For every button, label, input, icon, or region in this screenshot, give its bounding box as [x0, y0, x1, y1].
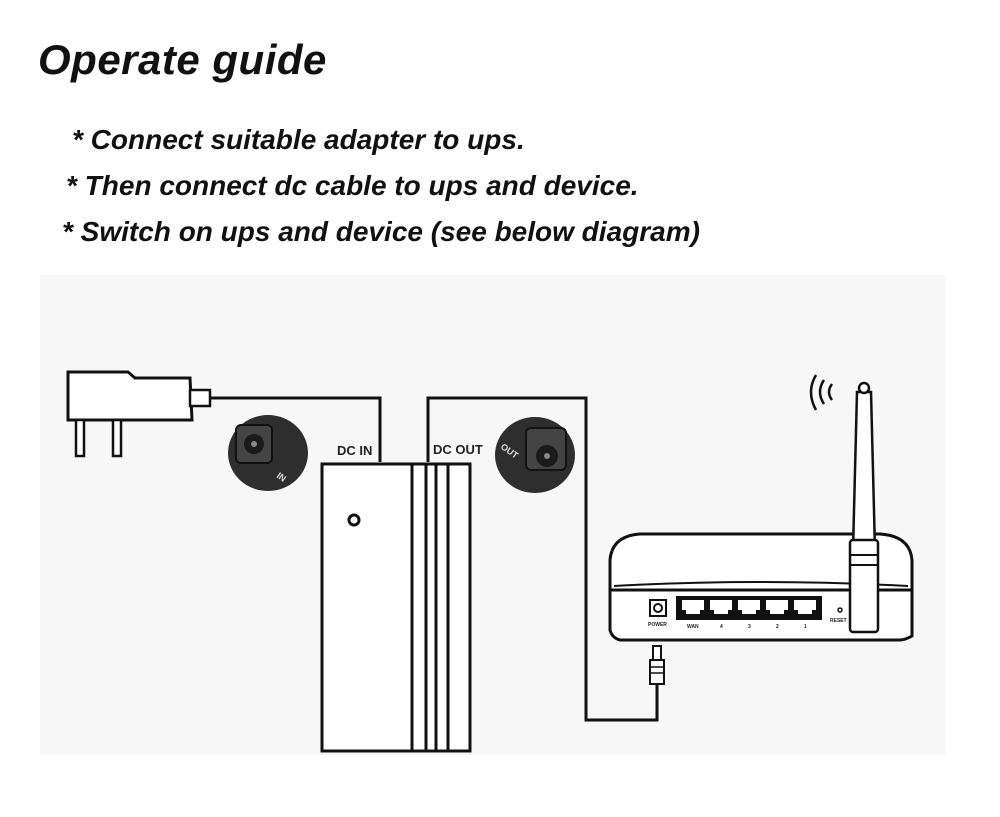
step-connect-adapter: * Connect suitable adapter to ups.: [72, 124, 525, 155]
dc-out-port-inset: OUT: [495, 417, 575, 493]
connection-diagram: [40, 275, 945, 755]
adapter-cable: [210, 396, 382, 462]
router-lan2-label: 2: [776, 624, 779, 630]
dc-out-cable: [426, 396, 659, 722]
dc-in-port-inset: IN: [228, 415, 308, 491]
router-lan3-label: 3: [748, 624, 751, 630]
router-wan-label: WAN: [687, 624, 699, 630]
dc-out-label: DC OUT: [433, 442, 483, 457]
wifi-signal-icon: [809, 374, 834, 411]
router-lan4-label: 4: [720, 624, 723, 630]
router-power-label: POWER: [648, 622, 667, 628]
router-lan1-label: 1: [804, 624, 807, 630]
router-reset-label: RESET: [830, 618, 847, 624]
ups-unit: [320, 462, 472, 753]
step-switch-on: * Switch on ups and device (see below di…: [62, 216, 700, 247]
wifi-router: POWER WAN 4 3 2 1 RESET: [608, 381, 914, 642]
step-connect-dc-cable: * Then connect dc cable to ups and devic…: [66, 170, 639, 201]
power-adapter: [66, 370, 212, 458]
dc-plug: [649, 645, 665, 685]
page-title: Operate guide: [38, 36, 327, 83]
dc-in-label: DC IN: [337, 443, 372, 458]
ups-power-led: [347, 513, 361, 527]
